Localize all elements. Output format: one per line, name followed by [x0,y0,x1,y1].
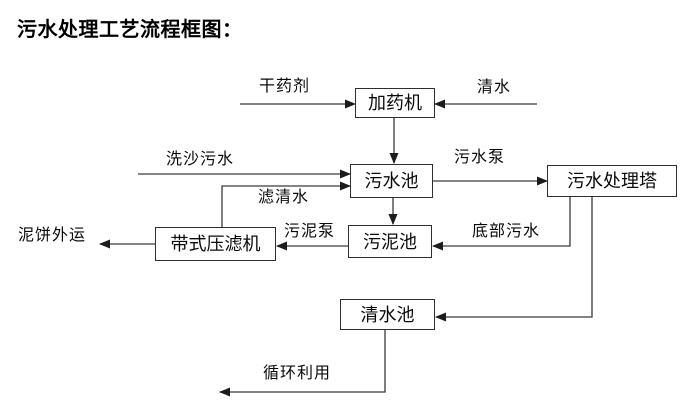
label-filtered-water: 滤清水 [258,189,310,206]
node-treatment-tower-label: 污水处理塔 [567,171,657,191]
node-dosing-machine: 加药机 [355,88,435,118]
node-clean-water-pool-label: 清水池 [360,304,415,325]
node-clean-water-pool: 清水池 [340,299,435,330]
arrow-filtered-water [221,181,351,227]
label-dry-chemical: 干药剂 [259,78,311,95]
node-sludge-pool-label: 污泥池 [363,231,417,252]
label-mud-cake-out: 泥饼外运 [18,227,87,244]
arrow-tower-to-clean-water-pool [435,197,593,322]
node-belt-filter-press: 带式压滤机 [155,227,276,261]
diagram-title: 污水处理工艺流程框图： [17,19,243,41]
label-sludge-pump: 污泥泵 [284,223,336,240]
label-recycling: 循环利用 [263,365,332,382]
node-treatment-tower: 污水处理塔 [547,165,677,197]
label-sewage-pump: 污水泵 [454,149,506,166]
label-clean-water: 清水 [477,79,512,96]
label-bottom-sewage: 底部污水 [472,223,541,240]
node-dosing-machine-label: 加药机 [368,93,422,113]
arrow-recycling [219,330,386,397]
arrow-bottom-sewage [432,197,571,251]
node-sewage-pool: 污水池 [350,164,433,198]
node-sludge-pool: 污泥池 [348,225,432,258]
node-belt-filter-press-label: 带式压滤机 [170,234,261,254]
label-sand-washing-sewage: 洗沙污水 [166,151,235,168]
node-sewage-pool-label: 污水池 [364,171,419,191]
